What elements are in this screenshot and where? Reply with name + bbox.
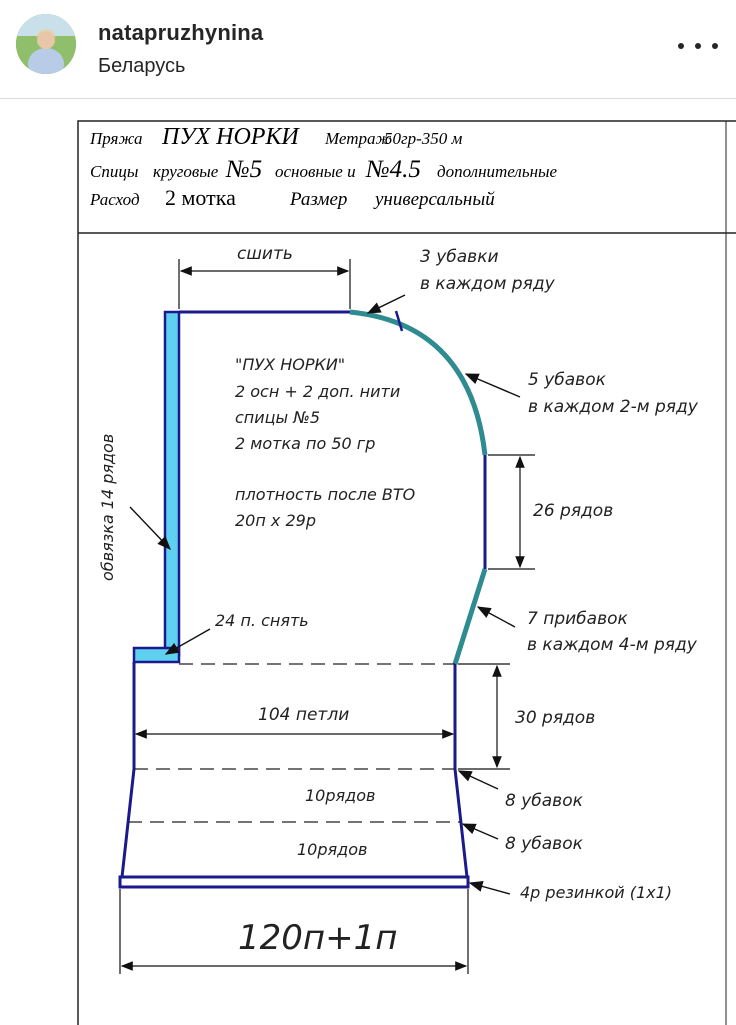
knitting-pattern-diagram: Пряжа ПУХ НОРКИ Метраж 50гр-350 м Спицы … bbox=[77, 120, 736, 1025]
ribbing-band bbox=[118, 875, 470, 889]
edge-band bbox=[163, 310, 181, 657]
avatar-image bbox=[16, 14, 76, 74]
info-line3: спицы №5 bbox=[235, 408, 320, 427]
neck-mark bbox=[394, 310, 404, 332]
annotations: сшить 3 убавки в каждом ряду "ПУХ НОРКИ"… bbox=[98, 244, 699, 958]
rib-label: 4р резинкой (1х1) bbox=[520, 883, 672, 902]
cast-off-label: 24 п. снять bbox=[215, 611, 309, 630]
size-value: универсальный bbox=[373, 189, 495, 210]
leader-rib bbox=[468, 880, 511, 895]
location-label[interactable]: Беларусь bbox=[98, 55, 186, 77]
info-line1: "ПУХ НОРКИ" bbox=[235, 355, 345, 374]
size-label: Размер bbox=[289, 189, 347, 210]
hem-left bbox=[120, 768, 136, 878]
neck-curve bbox=[349, 309, 488, 456]
density-line2: 20п х 29р bbox=[235, 511, 316, 530]
needles-main-size: №5 bbox=[225, 156, 262, 183]
rows10b-label: 10рядов bbox=[297, 840, 367, 859]
leader-inc7 bbox=[476, 606, 516, 628]
cast-on-label: 120п+1п bbox=[238, 918, 397, 958]
sew-label: сшить bbox=[237, 244, 293, 264]
more-options-button[interactable] bbox=[678, 36, 718, 56]
more-horizontal-icon bbox=[695, 43, 701, 49]
dec3-line1: 3 убавки bbox=[420, 247, 499, 267]
dimension-lines bbox=[119, 259, 535, 974]
hem-right bbox=[453, 768, 469, 878]
needles-extra-size: №4.5 bbox=[365, 156, 421, 183]
info-line2: 2 осн + 2 доп. нити bbox=[235, 382, 400, 401]
rows30-label: 30 рядов bbox=[515, 708, 595, 728]
dec5-line2: в каждом 2-м ряду bbox=[528, 397, 699, 417]
leader-arrows bbox=[129, 294, 521, 895]
post-header: natapruzhynina Беларусь bbox=[0, 0, 736, 99]
leader-dec5 bbox=[464, 373, 521, 398]
more-horizontal-icon bbox=[678, 43, 684, 49]
rows10a-label: 10рядов bbox=[305, 786, 375, 805]
meterage-label: Метраж bbox=[324, 129, 392, 148]
username[interactable]: natapruzhynina bbox=[98, 20, 264, 45]
header-box: Пряжа ПУХ НОРКИ Метраж 50гр-350 м Спицы … bbox=[89, 124, 558, 210]
info-line4: 2 мотка по 50 гр bbox=[235, 434, 375, 453]
yarn-value: ПУХ НОРКИ bbox=[161, 124, 300, 150]
yarn-label: Пряжа bbox=[89, 129, 143, 148]
dec8a-label: 8 убавок bbox=[505, 791, 584, 811]
edge-band-label: обвязка 14 рядов bbox=[98, 434, 117, 581]
leader-dec8a bbox=[457, 770, 499, 790]
rows26-label: 26 рядов bbox=[533, 501, 613, 521]
leader-edge bbox=[129, 506, 171, 551]
dec8b-label: 8 убавок bbox=[505, 834, 584, 854]
needles-type: круговые bbox=[153, 162, 219, 181]
needles-label: Спицы bbox=[90, 162, 138, 181]
leader-castoff bbox=[164, 628, 211, 655]
leader-dec3 bbox=[366, 294, 406, 314]
drawing-frame bbox=[77, 120, 736, 1025]
leader-dec8b bbox=[461, 823, 499, 840]
avatar[interactable] bbox=[16, 14, 76, 74]
dec3-line2: в каждом ряду bbox=[420, 274, 556, 294]
increase-slope bbox=[452, 568, 488, 665]
garment-shape bbox=[118, 309, 488, 889]
density-line1: плотность после ВТО bbox=[235, 485, 415, 504]
needles-extra-label: дополнительные bbox=[437, 162, 558, 181]
inc7-line2: в каждом 4-м ряду bbox=[527, 635, 698, 655]
inc7-line1: 7 прибавок bbox=[527, 609, 628, 629]
needles-main-label: основные и bbox=[275, 162, 356, 181]
stitches104-label: 104 петли bbox=[258, 705, 349, 725]
post-image[interactable]: Пряжа ПУХ НОРКИ Метраж 50гр-350 м Спицы … bbox=[0, 99, 736, 1025]
consumption-label: Расход bbox=[89, 190, 140, 209]
consumption-value: 2 мотка bbox=[165, 185, 236, 210]
meterage-value: 50гр-350 м bbox=[384, 129, 463, 148]
dec5-line1: 5 убавок bbox=[528, 370, 607, 390]
more-horizontal-icon bbox=[712, 43, 718, 49]
